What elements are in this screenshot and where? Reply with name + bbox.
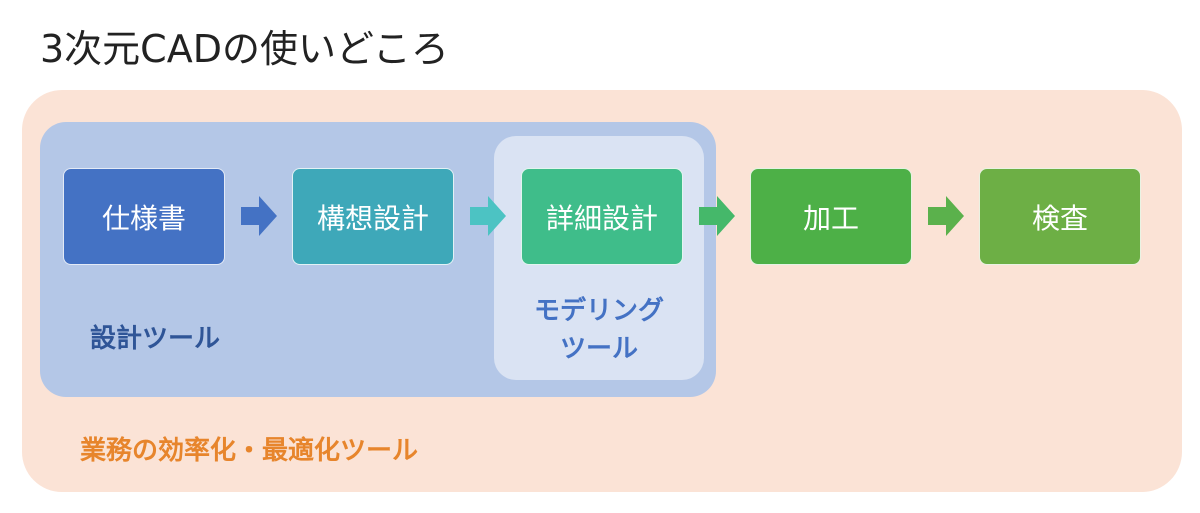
design-tool-label: 設計ツール xyxy=(90,324,221,354)
step-detail-design: 詳細設計 xyxy=(521,168,683,265)
step-machining: 加工 xyxy=(750,168,912,265)
arrow-right-icon xyxy=(241,196,277,236)
step-concept-design: 構想設計 xyxy=(292,168,454,265)
arrow-right-icon xyxy=(928,196,964,236)
arrow-right-icon xyxy=(699,196,735,236)
arrow-right-icon xyxy=(470,196,506,236)
modeling-tool-label-line1: モデリング xyxy=(533,296,664,326)
step-specification: 仕様書 xyxy=(63,168,225,265)
modeling-tool-label-line2: ツール xyxy=(559,334,638,364)
step-inspection: 検査 xyxy=(979,168,1141,265)
efficiency-tool-label: 業務の効率化・最適化ツール xyxy=(80,436,419,466)
page-title: 3次元CADの使いどころ xyxy=(40,27,449,71)
modeling-tool-label: モデリングツール xyxy=(494,292,704,368)
